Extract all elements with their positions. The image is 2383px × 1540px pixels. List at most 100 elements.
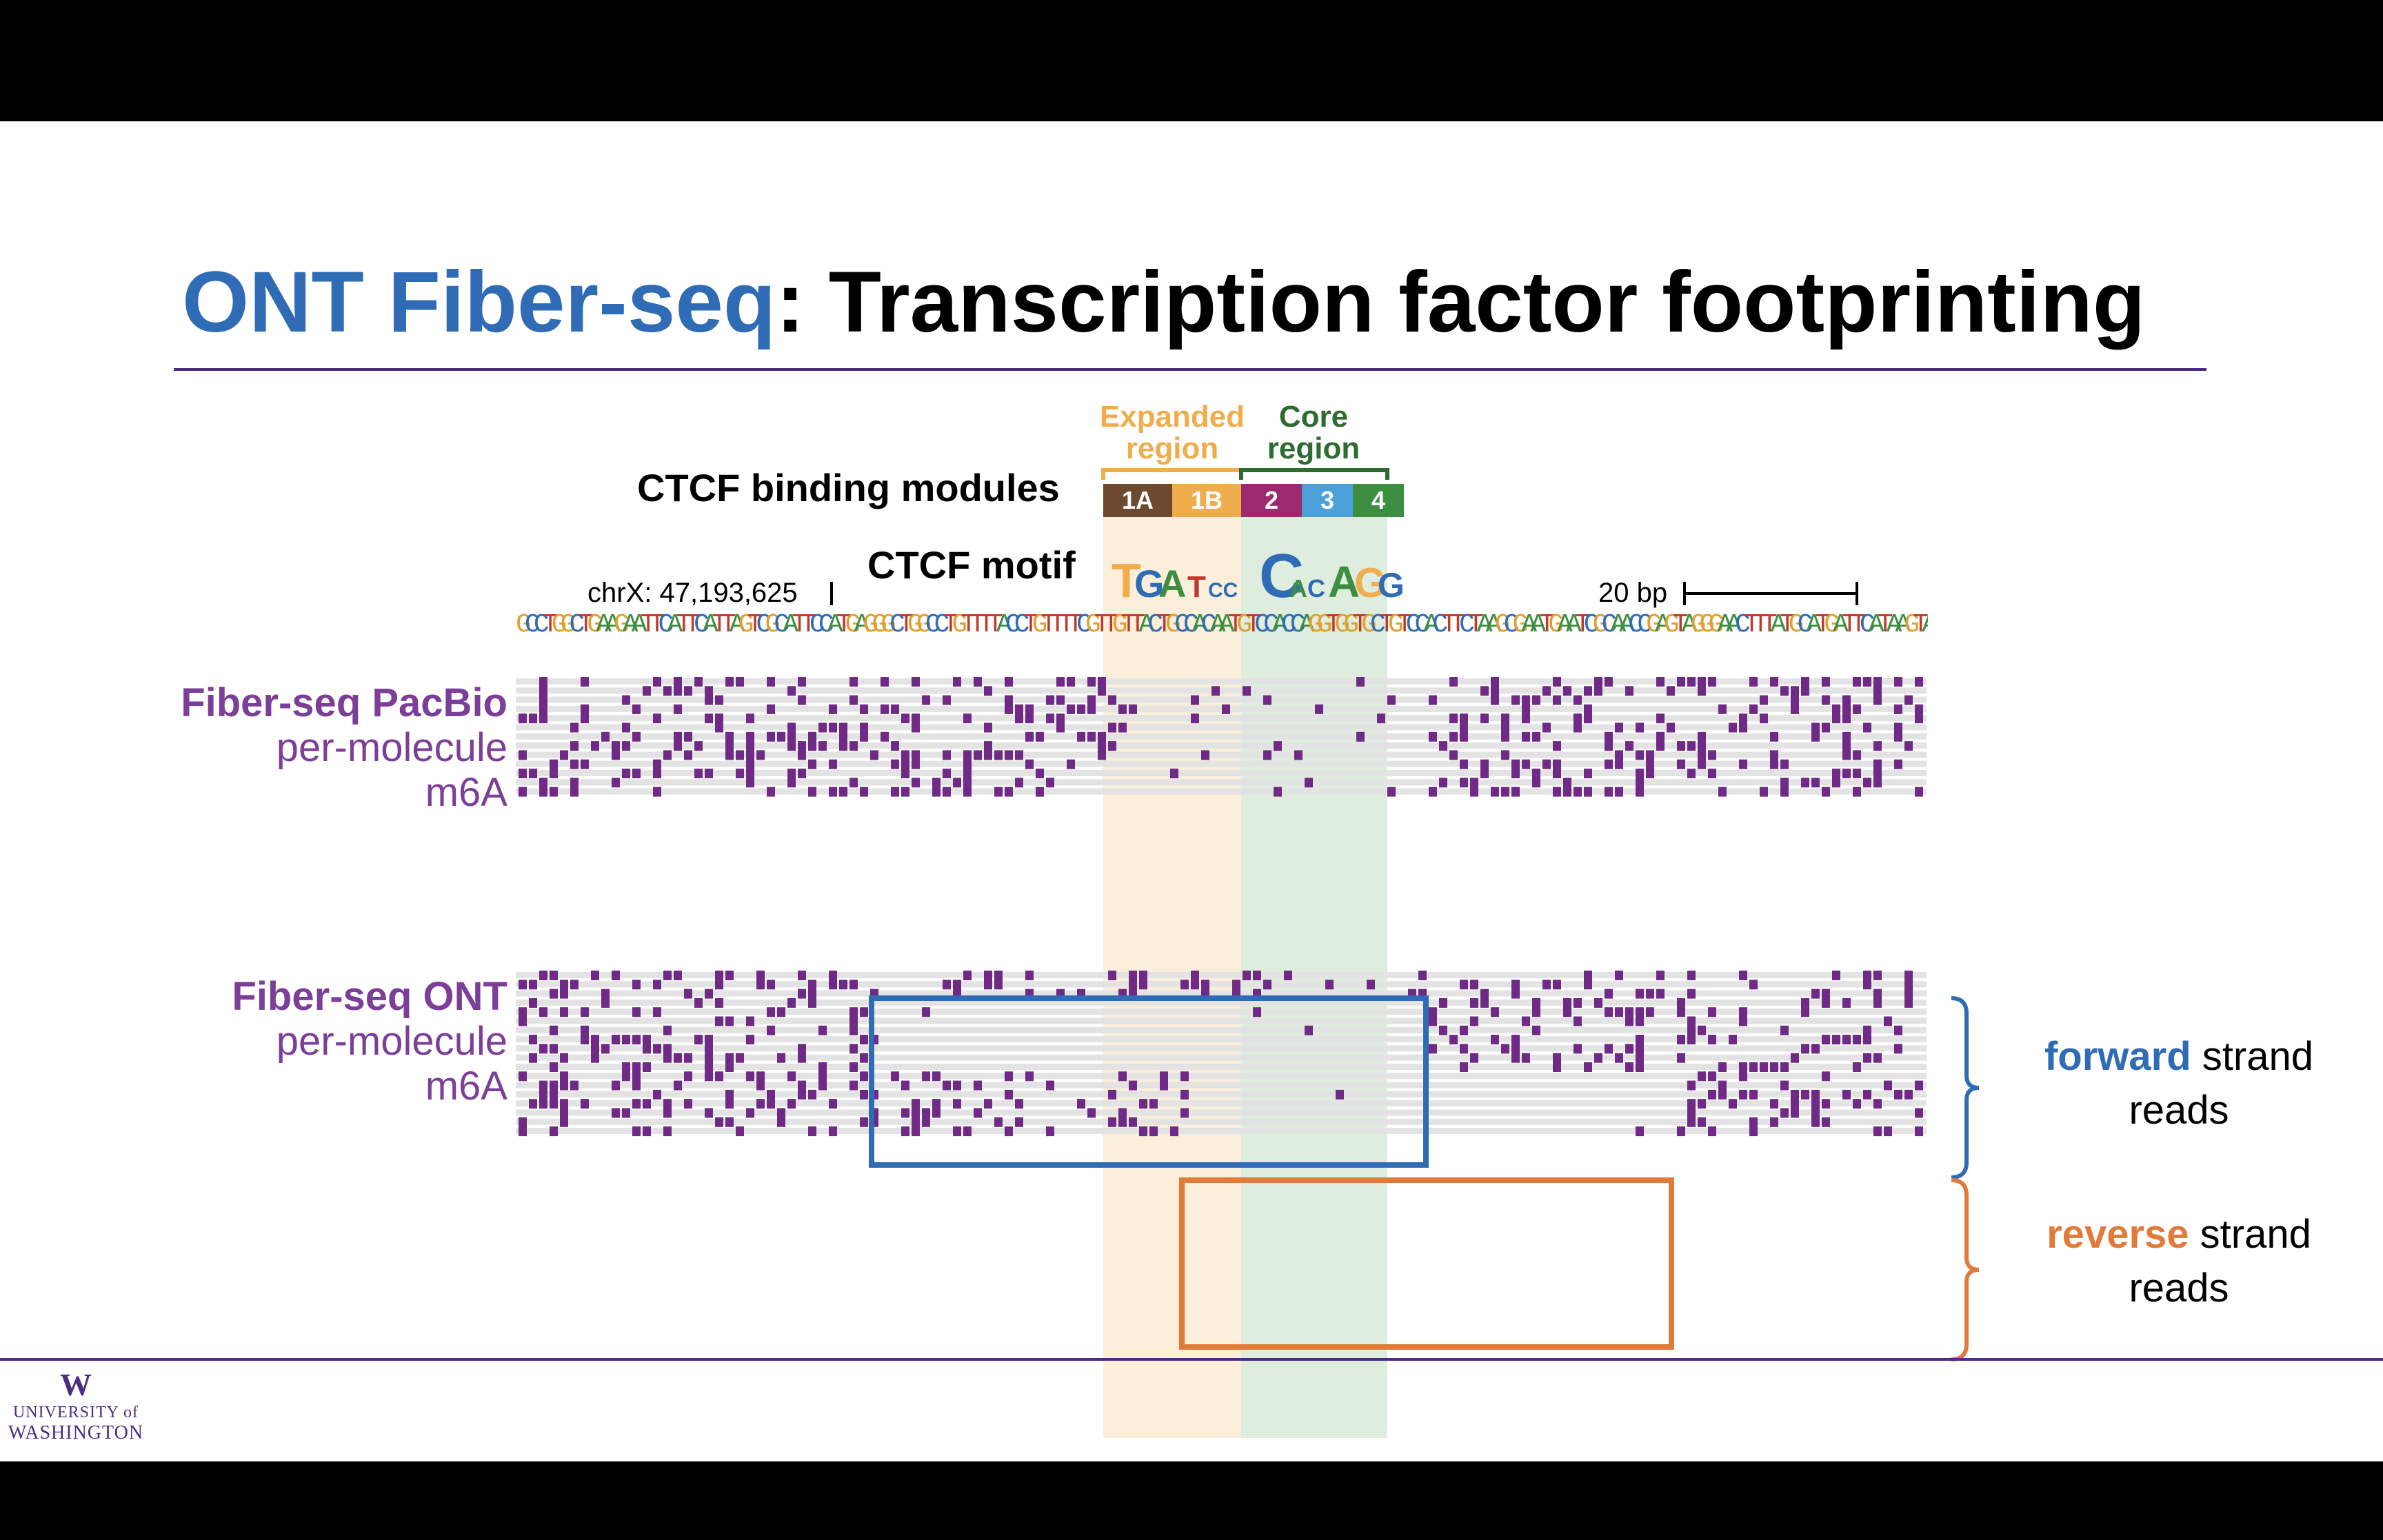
m6a-mark [1749,677,1758,687]
m6a-mark [612,778,620,788]
base: A [622,612,639,638]
m6a-mark [1884,1080,1892,1091]
base: T [1058,612,1074,638]
base: T [1877,612,1893,638]
base: T [1441,612,1457,638]
m6a-mark [1098,750,1106,760]
reverse-strand-label: reverse strand reads [2000,1208,2358,1316]
m6a-mark [1687,971,1696,980]
m6a-mark [798,741,806,751]
m6a-mark [1842,741,1851,751]
m6a-mark [1770,759,1778,769]
m6a-mark [1015,750,1023,760]
m6a-mark [1853,750,1861,760]
m6a-mark [653,1007,661,1017]
m6a-mark [1511,989,1520,999]
m6a-mark [849,1062,858,1072]
m6a-mark [818,722,827,733]
m6a-mark [787,778,796,788]
m6a-mark [1656,713,1665,724]
m6a-mark [560,989,568,999]
m6a-mark [901,1126,909,1137]
m6a-mark [1801,997,1809,1008]
m6a-mark [1232,980,1240,990]
m6a-mark [1698,759,1706,769]
m6a-mark [1636,769,1644,778]
m6a-mark [1842,695,1851,705]
m6a-mark [1625,1062,1633,1072]
base: G [587,612,603,638]
m6a-mark [1605,677,1613,687]
m6a-mark [653,1044,661,1054]
base: T [1539,612,1555,638]
read-track [516,1118,1927,1125]
m6a-mark [705,1108,713,1118]
footer-rule [0,1358,2383,1361]
m6a-mark [560,750,568,760]
m6a-mark [808,1126,816,1137]
m6a-mark [881,704,889,714]
m6a-mark [1636,1007,1644,1017]
m6a-mark [1491,1007,1499,1017]
core-bracket [1239,468,1389,480]
m6a-mark [798,971,806,980]
m6a-mark [1532,695,1540,705]
reverse-bracket [1951,1178,1980,1361]
m6a-mark [1532,1025,1540,1035]
m6a-mark [1594,1053,1602,1063]
m6a-mark [912,750,920,760]
m6a-mark [1822,695,1830,705]
m6a-mark [663,1126,672,1137]
m6a-mark [1811,731,1820,742]
base: T [1120,612,1137,638]
m6a-mark [632,1035,641,1045]
m6a-mark [922,1071,930,1082]
m6a-mark [663,750,672,760]
base: A [1655,612,1671,638]
m6a-mark [1025,713,1034,724]
m6a-mark [1894,722,1902,733]
m6a-mark [643,686,651,696]
m6a-mark [1605,759,1613,769]
ont-label: Fiber-seq ONT per-molecule m6A [124,974,507,1109]
base: G [1824,612,1840,638]
m6a-mark [953,778,961,788]
m6a-mark [912,722,920,733]
m6a-mark [1636,1126,1644,1137]
m6a-mark [974,1108,982,1118]
m6a-mark [860,1117,868,1127]
expanded-region-shade [1103,500,1241,1438]
base: A [1272,612,1288,638]
m6a-mark [901,713,909,724]
m6a-mark [1553,677,1561,687]
base: C [1200,612,1217,638]
m6a-mark [1687,769,1696,778]
base: T [720,612,736,638]
m6a-mark [881,731,889,742]
m6a-mark [1718,787,1727,797]
m6a-mark [550,971,558,980]
base: T [1574,612,1591,638]
m6a-mark [787,722,796,733]
base: A [827,612,843,638]
base: C [1280,612,1297,638]
m6a-mark [1501,787,1509,797]
m6a-mark [715,971,723,980]
base: A [1868,612,1884,638]
read-track [516,1054,1927,1061]
m6a-mark [1780,1025,1789,1035]
base: C [1370,612,1386,638]
m6a-mark [1087,695,1096,705]
m6a-mark [591,1035,599,1045]
m6a-mark [1842,704,1851,714]
m6a-mark [1480,686,1489,696]
m6a-mark [1170,1126,1178,1137]
m6a-mark [736,750,744,760]
m6a-mark [1915,787,1923,797]
m6a-mark [581,704,589,714]
m6a-mark [1470,1053,1478,1063]
m6a-mark [1873,1099,1882,1109]
module-2: 2 [1241,484,1302,517]
base: G [1708,612,1724,638]
base: A [1895,612,1911,638]
